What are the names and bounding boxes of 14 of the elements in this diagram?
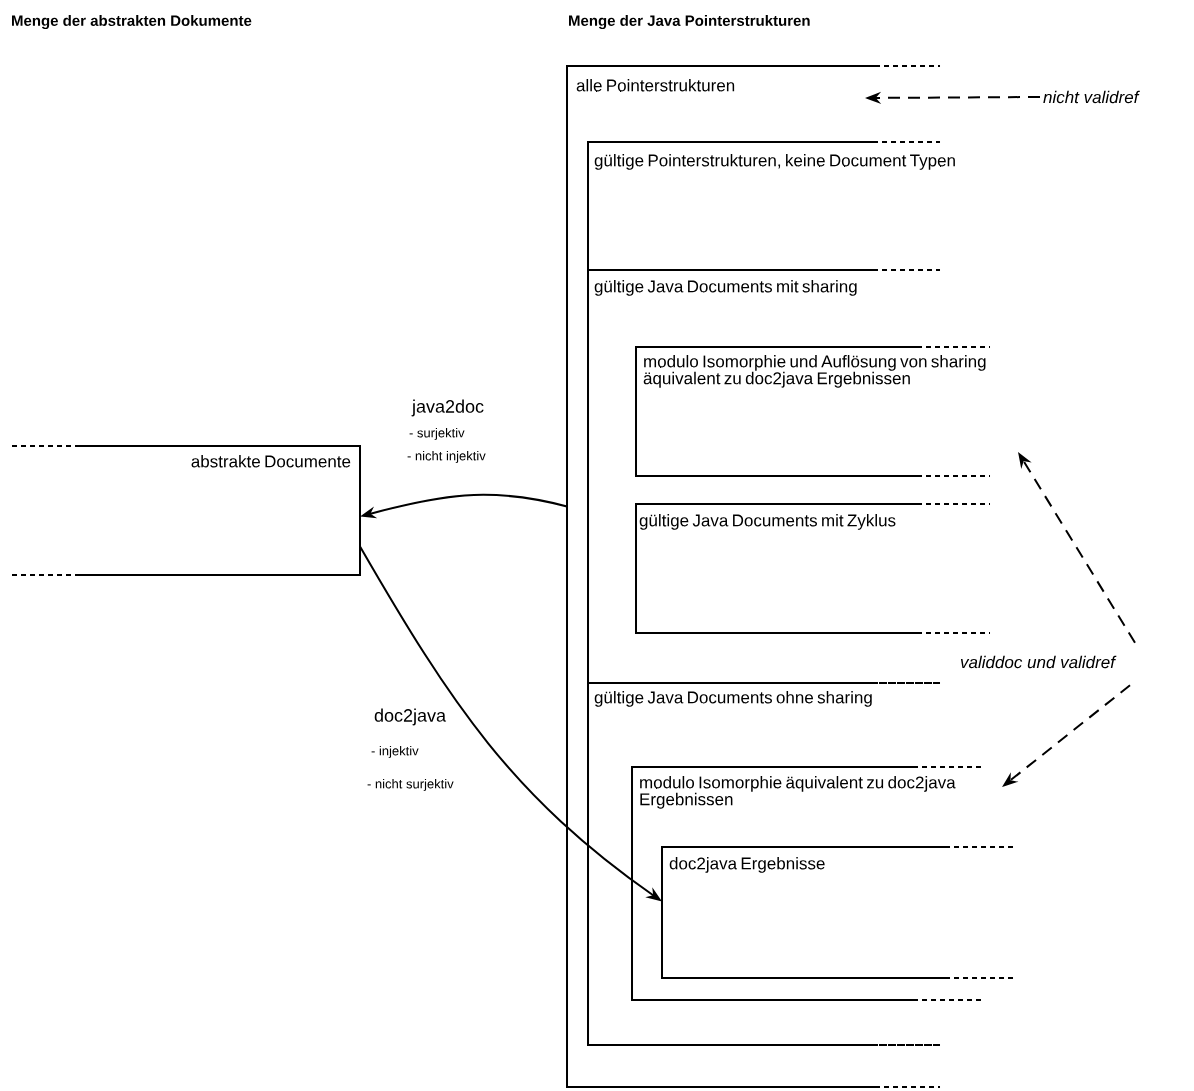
bracket-box: abstrakte Documente (9, 445, 361, 576)
edge-label: java2doc (411, 398, 486, 418)
bracket-box: gültige Java Documents mit Zyklus (635, 503, 991, 634)
bracket-box: modulo Isomorphie und Auflösung von sharing äquivalent zu doc2java Ergebnissen (635, 346, 991, 477)
heading: Menge der Java Pointerstrukturen (569, 14, 810, 30)
property-note: - nicht injektiv (407, 450, 486, 464)
property-note: - nicht surjektiv (367, 778, 454, 792)
bracket-box: doc2java Ergebnisse (661, 846, 1016, 979)
heading: Menge der abstrakten Dokumente (12, 14, 252, 30)
edge-label: doc2java (373, 707, 448, 727)
note-text: nicht validref (1043, 90, 1140, 104)
note-text: validdoc und validref (960, 655, 1117, 669)
property-note: - surjektiv (409, 427, 465, 441)
property-note: - injektiv (371, 745, 419, 759)
